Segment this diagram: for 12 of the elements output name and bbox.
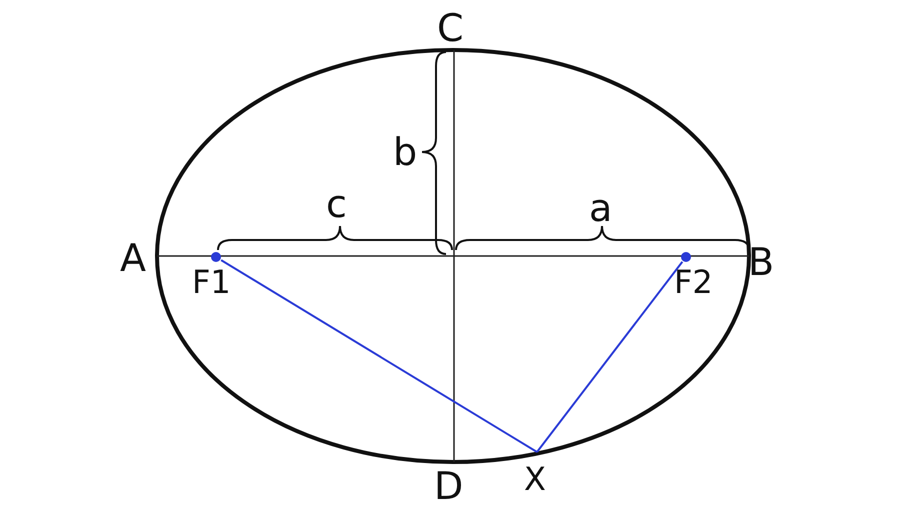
vertex-label: C: [437, 8, 464, 48]
point-label: F1: [192, 265, 231, 299]
dimension-label: b: [393, 132, 418, 172]
point-label: F2: [674, 265, 713, 299]
vertex-label: A: [120, 238, 146, 278]
point-label: X: [524, 462, 546, 496]
dimension-label: a: [589, 188, 612, 228]
vertex-label: D: [434, 466, 464, 506]
connector-line: [536, 261, 684, 453]
dimension-label: c: [326, 184, 347, 224]
vertex-label: B: [748, 242, 774, 282]
connector-line: [220, 259, 538, 453]
